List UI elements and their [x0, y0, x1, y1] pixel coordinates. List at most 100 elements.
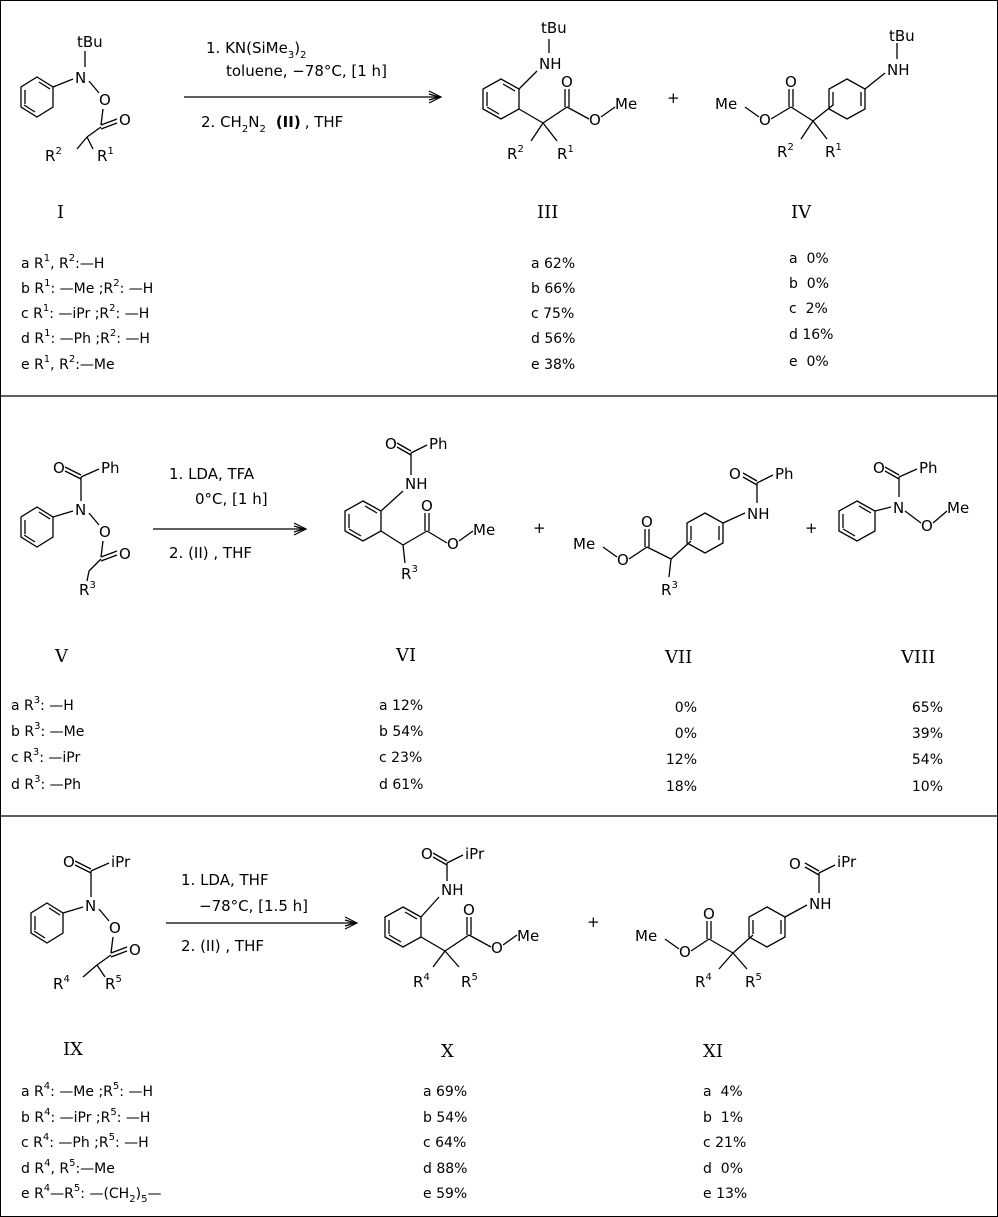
r2-label: R2	[507, 144, 524, 163]
substituent-row: c R4: —Ph ;R5: —H	[21, 1132, 149, 1151]
ester-o: O	[447, 535, 459, 553]
yield-row: e 38%	[531, 357, 575, 373]
substituent-row: c R3: —iPr	[11, 747, 81, 766]
yield-row: a 12%	[379, 698, 423, 714]
compound-id-IX: IX	[63, 1039, 83, 1060]
tbu-label: tBu	[77, 33, 103, 51]
substituent-row: a R4: —Me ;R5: —H	[21, 1081, 153, 1100]
compound-id-XI: XI	[703, 1041, 723, 1062]
substituent-row: d R1: —Ph ;R2: —H	[21, 328, 150, 347]
carbonyl-o-top: O	[873, 459, 885, 477]
yield-row: c 75%	[531, 306, 574, 322]
methyl-label: Me	[947, 499, 969, 517]
carbonyl-o: O	[463, 901, 475, 919]
yield-row: 10%	[912, 779, 943, 795]
plus-sign: +	[667, 89, 680, 107]
carbonyl-o-top: O	[789, 855, 801, 873]
substituent-list-scheme3: a R4: —Me ;R5: —H b R4: —iPr ;R5: —H c R…	[21, 1081, 161, 1205]
methyl-label: Me	[573, 535, 595, 553]
r4-label: R4	[413, 972, 430, 991]
yield-list-VI: a 12% b 54% c 23% d 61%	[379, 698, 423, 793]
carbonyl-o: O	[421, 497, 433, 515]
yield-list-X: a 69% b 54% c 64% d 88% e 59%	[423, 1084, 467, 1202]
atom-o: O	[109, 919, 121, 937]
yield-row: a 0%	[789, 251, 829, 267]
substituent-row: d R3: —Ph	[11, 774, 81, 793]
carbonyl-o: O	[119, 111, 131, 129]
isopropyl-label: iPr	[465, 845, 485, 863]
carbonyl-o-top: O	[729, 465, 741, 483]
yield-list-IV: a 0% b 0% c 2% d 16% e 0%	[789, 251, 833, 370]
r3-label: R3	[401, 564, 418, 583]
compound-IX-structure: O iPr N O O R4 R5	[30, 853, 141, 993]
r3-label: R3	[661, 580, 678, 599]
substituent-row: c R1: —iPr ;R2: —H	[21, 303, 149, 322]
substituent-row: e R4—R5: —(CH2)5—	[21, 1183, 161, 1205]
atom-o: O	[99, 91, 111, 109]
r4-label: R4	[53, 974, 70, 993]
compound-VI-structure: O Ph NH O O Me R3	[344, 435, 495, 583]
ester-o: O	[491, 939, 503, 957]
condition-step1b: 0°C, [1 h]	[195, 490, 268, 508]
methyl-label: Me	[473, 521, 495, 539]
condition-step2: 2. (II) , THF	[181, 937, 264, 955]
compound-V-structure: O Ph N O O R3	[20, 459, 131, 599]
yield-row: e 59%	[423, 1186, 467, 1202]
condition-step1: 1. LDA, TFA	[169, 465, 255, 483]
carbonyl-o-top: O	[421, 845, 433, 863]
condition-step1b: −78°C, [1.5 h]	[199, 897, 308, 915]
benzene-ring	[20, 76, 54, 118]
yield-row: 0%	[675, 726, 697, 742]
condition-step1: 1. KN(SiMe3)2	[206, 39, 306, 61]
yield-row: b 54%	[423, 1110, 467, 1126]
compound-X-structure: O iPr NH O O Me R4 R5	[384, 845, 539, 991]
yield-row: 39%	[912, 726, 943, 742]
compound-IV-structure: Me O O NH tBu R2 R1	[715, 27, 915, 161]
compound-id-VIII: VIII	[900, 647, 935, 668]
carbonyl-o: O	[119, 545, 131, 563]
yield-row: d 61%	[379, 777, 423, 793]
yield-row: c 2%	[789, 301, 828, 317]
r1-label: R1	[825, 142, 842, 161]
atom-n: N	[75, 69, 86, 87]
substituent-list-scheme2: a R3: —H b R3: —Me c R3: —iPr d R3: —Ph	[11, 695, 84, 793]
compound-VII-structure: Me O O NH O Ph R3	[573, 465, 794, 599]
nh-label: NH	[405, 475, 428, 493]
condition-step1: 1. LDA, THF	[181, 871, 269, 889]
ester-o: O	[617, 551, 629, 569]
phenyl-label: Ph	[775, 465, 794, 483]
yield-row: b 1%	[703, 1110, 743, 1126]
carbonyl-o-top: O	[63, 853, 75, 871]
yield-row: 12%	[666, 752, 697, 768]
nh-label: NH	[441, 881, 464, 899]
carbonyl-o-top: O	[385, 435, 397, 453]
yield-row: b 66%	[531, 281, 575, 297]
yield-row: 65%	[912, 700, 943, 716]
nh-label: NH	[747, 505, 770, 523]
methyl-label: Me	[635, 927, 657, 945]
r3-label: R3	[79, 580, 96, 599]
yield-row: d 16%	[789, 327, 833, 343]
atom-o: O	[99, 523, 111, 541]
compound-id-I: I	[57, 202, 64, 223]
plus-sign: +	[587, 913, 600, 931]
carbonyl-o: O	[561, 73, 573, 91]
conditions-scheme2: 1. LDA, TFA 0°C, [1 h] 2. (II) , THF	[153, 465, 308, 562]
atom-o: O	[921, 517, 933, 535]
r2-label: R2	[45, 146, 62, 165]
methyl-label: Me	[615, 95, 637, 113]
tbu-label: tBu	[541, 19, 567, 37]
methyl-label: Me	[517, 927, 539, 945]
atom-n: N	[85, 897, 96, 915]
carbonyl-o-top: O	[53, 459, 65, 477]
yield-row: b 54%	[379, 724, 423, 740]
substituent-row: b R4: —iPr ;R5: —H	[21, 1107, 150, 1126]
compound-VIII-structure: O Ph N O Me	[838, 459, 969, 542]
yield-row: e 0%	[789, 354, 829, 370]
yield-row: d 56%	[531, 331, 575, 347]
phenyl-label: Ph	[429, 435, 448, 453]
yield-row: a 4%	[703, 1084, 743, 1100]
carbonyl-o: O	[129, 941, 141, 959]
